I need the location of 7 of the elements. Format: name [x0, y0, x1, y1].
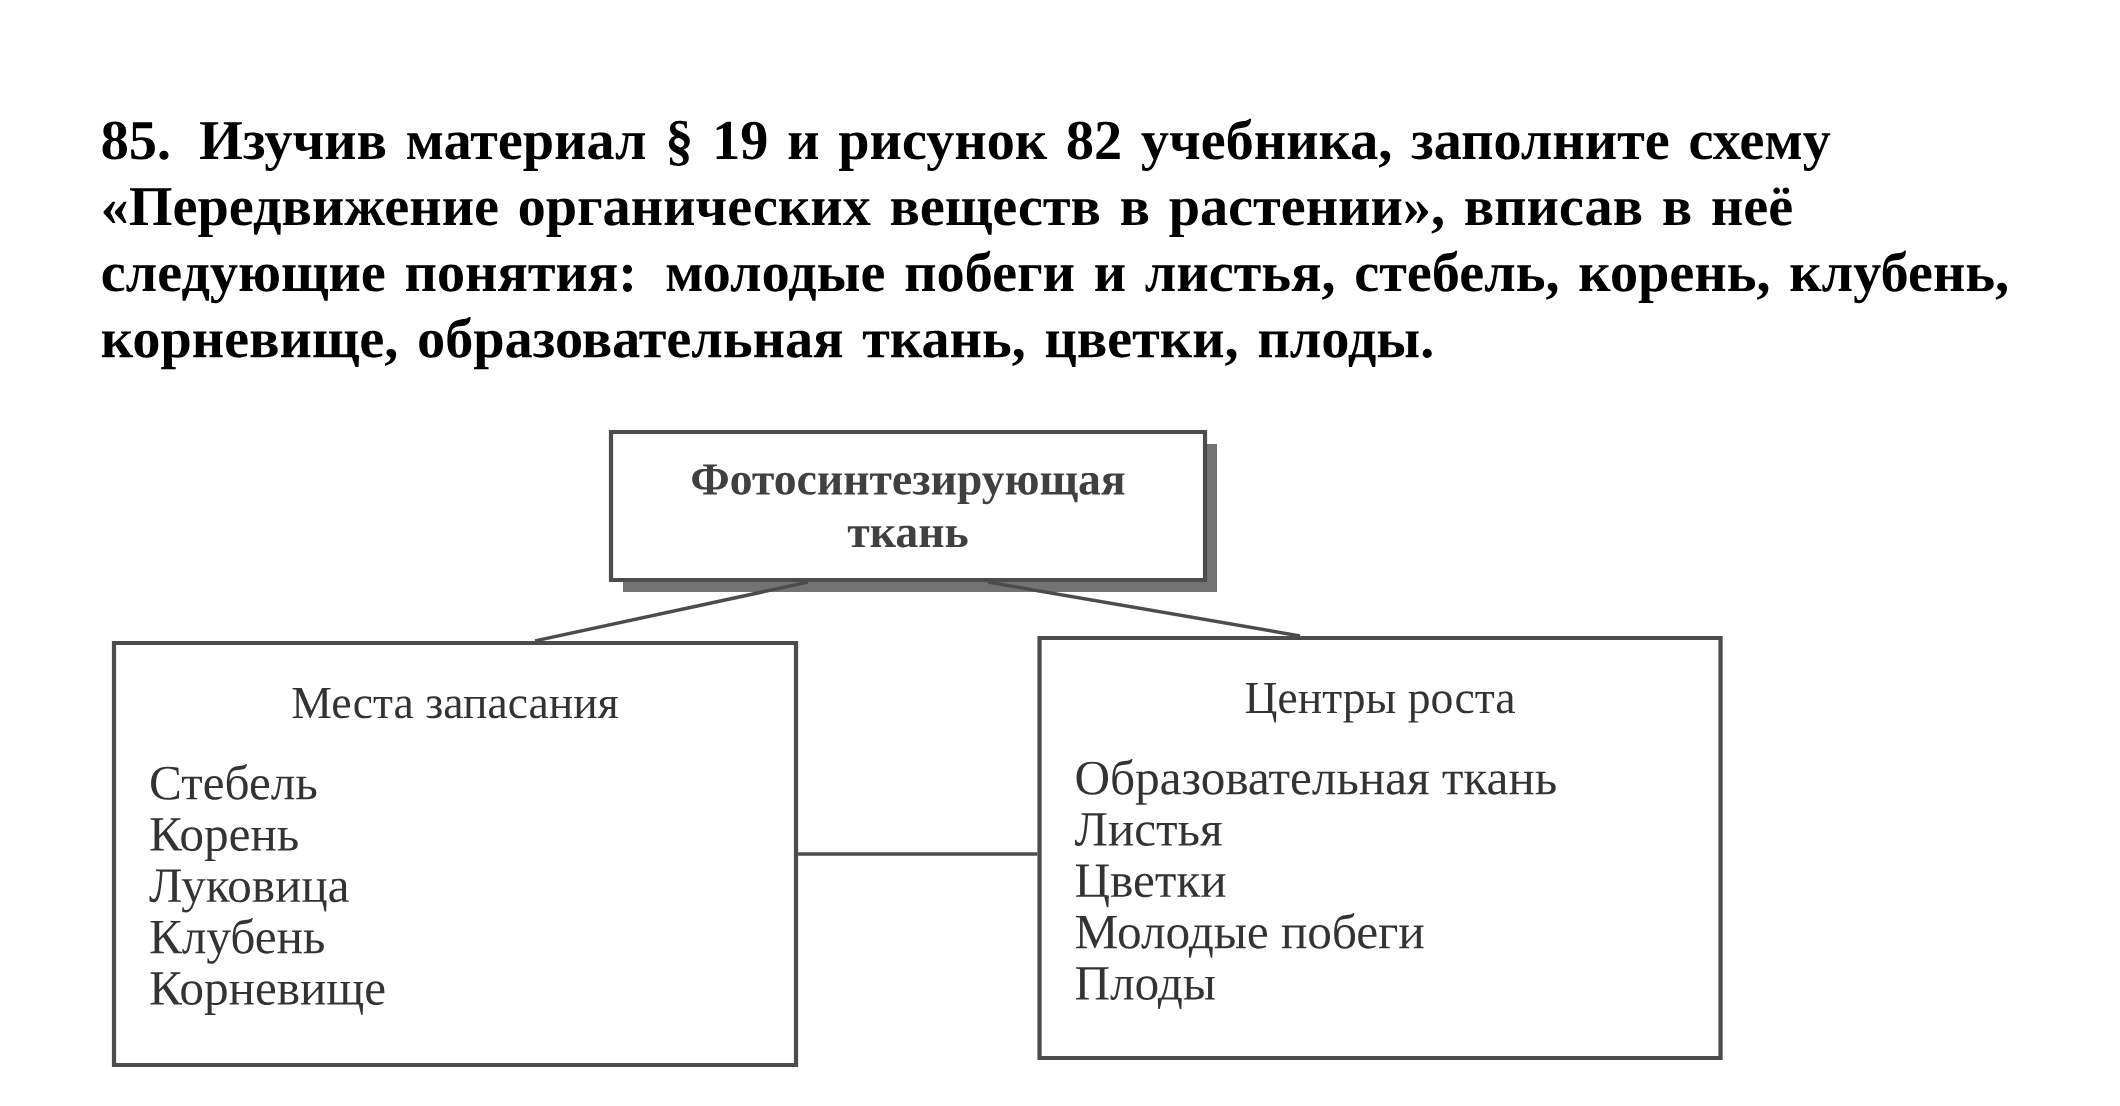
connector-line [987, 580, 1301, 638]
connector-line [798, 852, 1038, 856]
connector-line [534, 580, 809, 643]
task-text: 85. Изучив материал § 19 и рисунок 82 учебника, заполните схему «Передвижение органических веществ в растении», вписав в неё следующие понятия: молодые побеги и листья, стебель, корень, клубень, корневище, образовательная ткань, цветки, плоды. [101, 118, 2007, 370]
concept-box: Центры роста Образовательная ткань Листья Цветки Молодые побеги Плоды [1037, 635, 1723, 1061]
concept-box: Места запасания Стебель Корень Луковица Клубень Корневище [111, 640, 799, 1068]
concept-box: Фотосинтезирующая ткань [608, 429, 1217, 592]
